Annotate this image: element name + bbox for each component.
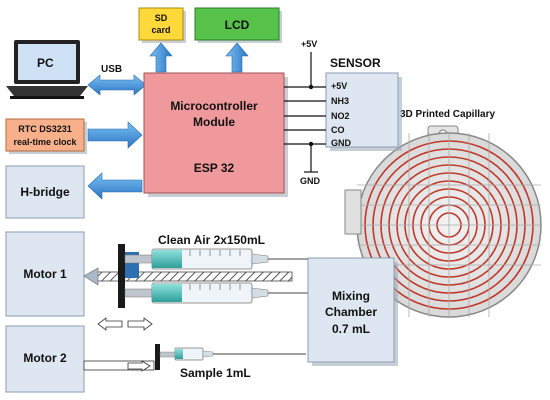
plunger-bar [118,244,125,308]
esp-label: ESP 32 [194,161,235,175]
sd-label-line1: SD [155,13,168,23]
usb-arrow [87,74,147,96]
arrow-mcu-to-hbridge [87,172,143,200]
double-arrow-icon [97,317,153,331]
mixing-label-line1: Mixing [332,289,370,303]
arrow-to-lcd [225,42,249,73]
hbridge-label: H-bridge [20,185,70,199]
rtc-block [5,118,85,152]
motor2-label: Motor 2 [23,351,67,365]
mcu-label-line2: Module [193,115,235,129]
pc-label: PC [37,56,54,70]
rtc-label-line1: RTC DS3231 [18,124,72,134]
pin-5v: +5V [331,81,347,91]
mixing-label-line3: 0.7 mL [332,322,370,336]
sensor-pins: +5V NH3 NO2 CO GND [331,81,352,148]
syringe-icon [83,344,306,372]
microcontroller-block [143,72,285,194]
vcc-label: +5V [301,39,317,49]
capillary-disk [344,125,542,318]
capillary-label: 3D Printed Capillary [400,109,495,120]
sensor-title: SENSOR [330,56,381,70]
pin-no2: NO2 [331,111,350,121]
syringe-icon [124,282,308,304]
laptop-icon [6,40,88,99]
sd-card-block [138,7,184,41]
motor2-block [5,325,85,393]
clean-air-label: Clean Air 2x150mL [158,233,265,247]
sensor-block [325,72,399,148]
motor1-label: Motor 1 [23,267,67,281]
rtc-label-line2: real-time clock [13,137,77,147]
arrow-to-sd [149,42,173,73]
lcd-block [194,7,280,41]
pin-nh3: NH3 [331,96,349,106]
gnd-label: GND [300,176,321,186]
arrow-rtc-to-mcu [87,121,143,149]
motor1-block [5,231,85,317]
syringe-icon [124,248,308,270]
usb-label: USB [101,64,122,75]
pin-co: CO [331,125,345,135]
pin-gnd: GND [331,138,352,148]
hbridge-block [5,165,85,219]
lcd-label: LCD [225,18,250,32]
mixing-label-line2: Chamber [325,305,377,319]
sample-label: Sample 1mL [180,366,251,380]
sensor-wires [284,52,326,173]
mixing-chamber-block [307,257,395,363]
sd-label-line2: card [151,25,170,35]
mcu-label-line1: Microcontroller [170,99,258,113]
